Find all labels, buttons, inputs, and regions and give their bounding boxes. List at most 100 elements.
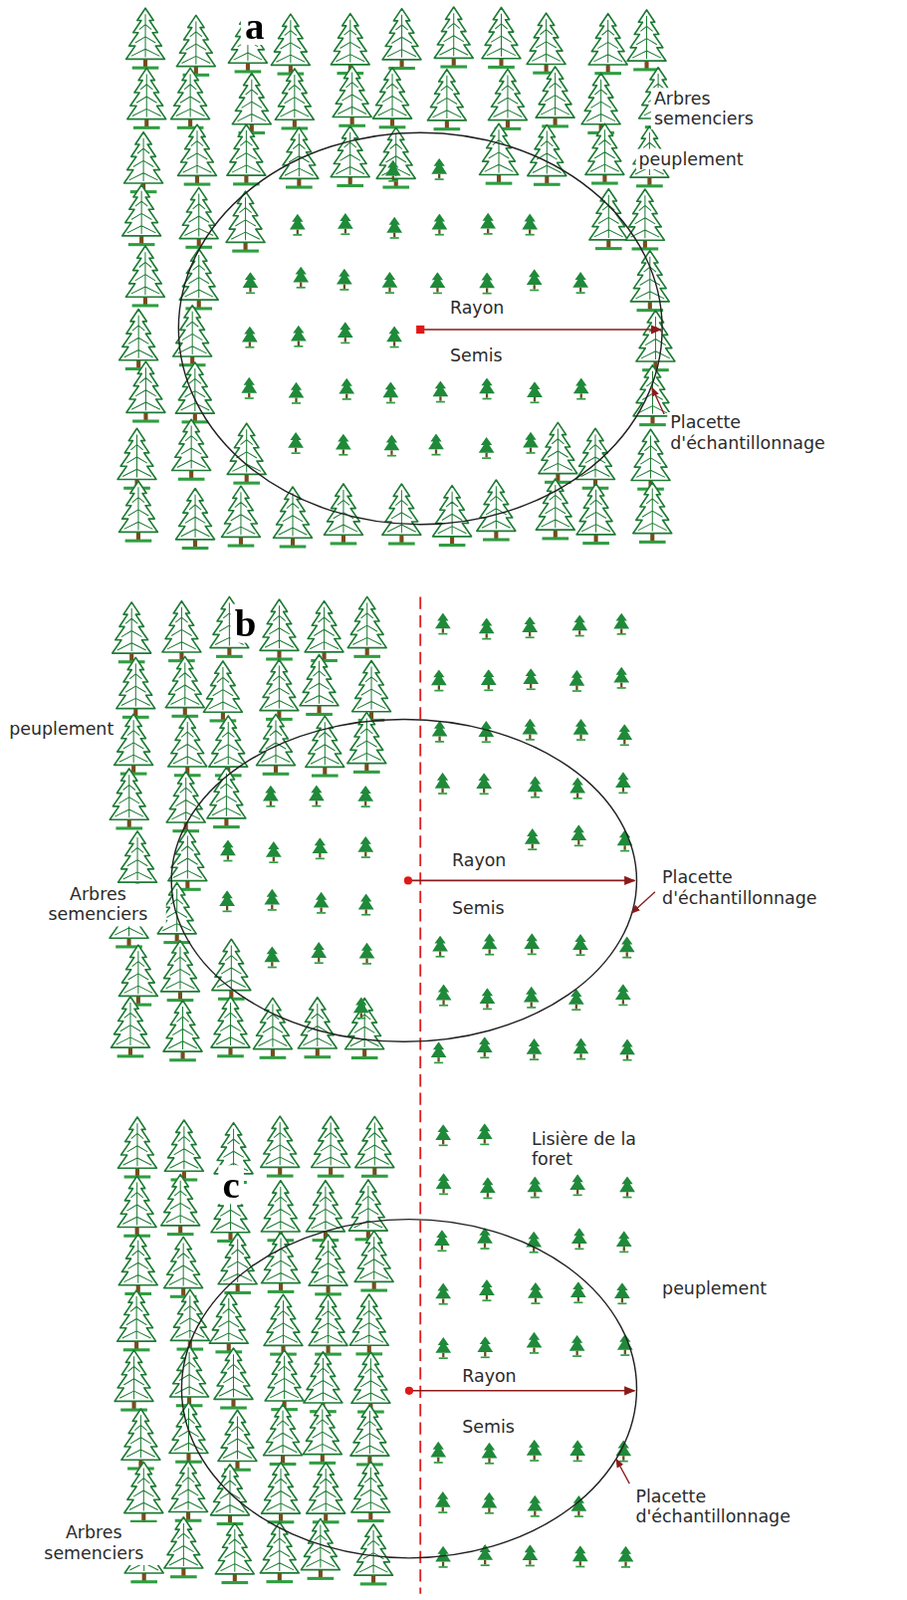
seed-tree [164,1236,204,1298]
seedling [481,933,498,956]
plot-label: Placette d'échantillonnage [659,867,848,909]
seedling [568,988,585,1011]
seedling [436,1172,453,1195]
seedling [432,720,449,743]
leader-line [631,892,656,914]
seed-tree [259,1522,299,1584]
seed-tree [256,713,296,775]
seed-tree [179,187,219,248]
seed-tree [125,245,165,307]
seedling [521,616,538,639]
seedling [478,272,495,295]
radius-line [409,1389,635,1392]
seedling [527,776,544,799]
seed-tree [118,944,158,1006]
seedling [382,271,399,294]
seedling [616,1230,633,1253]
seedling [526,1175,543,1198]
seedling [479,1176,496,1199]
seed-tree [349,1294,389,1356]
seedling [384,435,401,457]
seed-tree [348,1179,388,1241]
seed-tree [487,68,527,130]
seedling [289,214,306,236]
seedling [522,668,539,690]
seed-tree [352,660,392,721]
seed-tree [211,996,250,1058]
seedling [613,613,630,636]
seedling [523,986,540,1009]
seedling [313,892,330,914]
seed-tree [214,1348,253,1409]
seed-tree [347,596,387,658]
seed-tree [169,1401,209,1463]
seed-tree [311,1116,351,1177]
seedling [336,268,353,291]
seedling [241,326,258,349]
seedling [570,1281,587,1304]
seedling-label: Semis [458,1415,518,1437]
seed-tree [633,481,673,543]
radius-label: Rayon [458,1364,520,1386]
seedling [478,1279,495,1302]
seed-tree [203,661,242,722]
forest-edge-label: Lisière de la foret [528,1128,660,1170]
seedling [572,933,589,956]
seedling [526,1038,543,1061]
seed-tree [625,189,665,250]
seedling [478,437,495,459]
seed-tree [273,486,313,548]
seedling [357,785,374,808]
seedling [431,158,448,181]
seed-tree [164,1517,204,1579]
seed-tree [297,997,337,1059]
seed-tree [212,938,251,1000]
seedling [431,1041,448,1064]
seedling [311,837,328,860]
seedling [386,325,403,348]
seedling [337,213,354,235]
seedling [526,268,543,291]
sampling-plot [171,718,637,1042]
seed-tree [302,1402,342,1464]
seed-tree [627,9,667,71]
seed-tree [270,13,310,75]
seed-tree [117,1117,157,1178]
seed-tree [535,66,575,128]
seedling [521,1544,538,1567]
seed-tree [351,1461,391,1523]
seedling [428,434,445,456]
seedling [619,1175,636,1198]
seedling [569,670,586,692]
seedling [569,1335,586,1358]
seedling [569,1439,586,1462]
seedling [613,667,630,689]
seed-tree [350,1404,390,1466]
seed-tree [575,428,615,489]
seedling [435,1283,452,1306]
edge-dashed-line [419,1110,422,1594]
seedling [480,669,497,691]
seed-tree [382,483,422,545]
radius-line [420,328,662,331]
seedling [431,669,448,691]
seed-tree [585,123,625,185]
seedling [570,824,587,847]
seedling [476,1336,493,1359]
seed-tree [434,6,473,68]
seed-tree [308,1294,348,1356]
seed-tree [373,67,413,129]
tree-layer [109,6,679,1586]
seedling [290,325,307,348]
seed-tree [170,1346,210,1407]
seedling [616,723,633,746]
seedling [527,1282,544,1305]
seedling [481,1442,498,1465]
seed-tree [112,602,152,664]
seed-tree [116,657,156,718]
seed-tree [209,1292,248,1354]
seedling [615,771,632,794]
plot-overlay [171,132,665,1594]
